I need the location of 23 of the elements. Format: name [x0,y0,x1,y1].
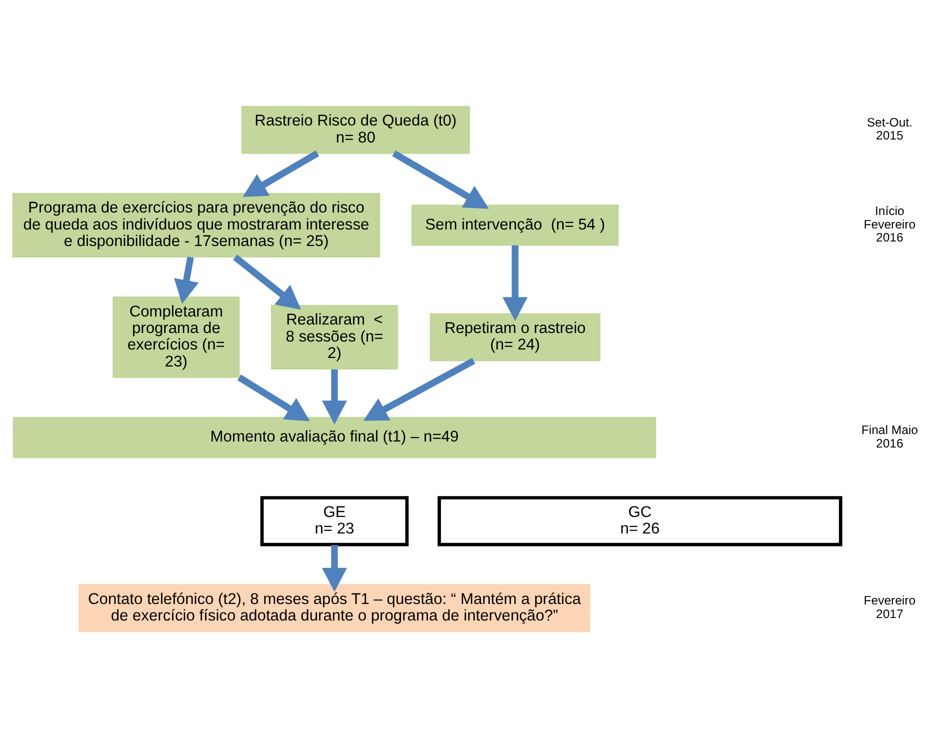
label: Fevereiro 2017 [864,594,916,621]
arrow [174,256,199,304]
label: Início Fevereiro 2016 [864,204,916,245]
arrow [233,254,302,310]
node-box: Momento avaliação final (t1) – n=49 [12,416,656,458]
arrow [363,358,476,421]
node-box: Rastreio Risco de Queda (t0) n= 80 [241,106,470,154]
node-box: Repetiram o rastreio (n= 24) [430,313,600,362]
node-box: GE n= 23 [260,496,409,546]
arrow [502,245,528,321]
node-box: Completaram programa de exercícios (n= 23) [112,296,240,378]
label: Set-Out. 2015 [866,115,912,143]
arrow [237,374,310,422]
arrow [242,150,320,197]
label: Final Maio 2016 [861,422,918,450]
arrow [392,150,489,209]
node-box: Programa de exercícios para prevenção do risco de queda aos indivíduos que mostraram interesse e disponibilidade - 17semanas (n= 25) [12,192,380,258]
node-box: Realizaram < 8 sessões (n= 2) [270,304,398,370]
node-box: Contato telefónico (t2), 8 meses após T1 – questão: “ Mantém a prática de exercício físico adotada durante o programa de intervenção?” [78,584,590,632]
arrow [322,369,348,424]
arrow [322,545,348,592]
node-box: Sem intervenção (n= 54 ) [411,204,619,246]
node-box: GC n= 26 [438,496,842,546]
